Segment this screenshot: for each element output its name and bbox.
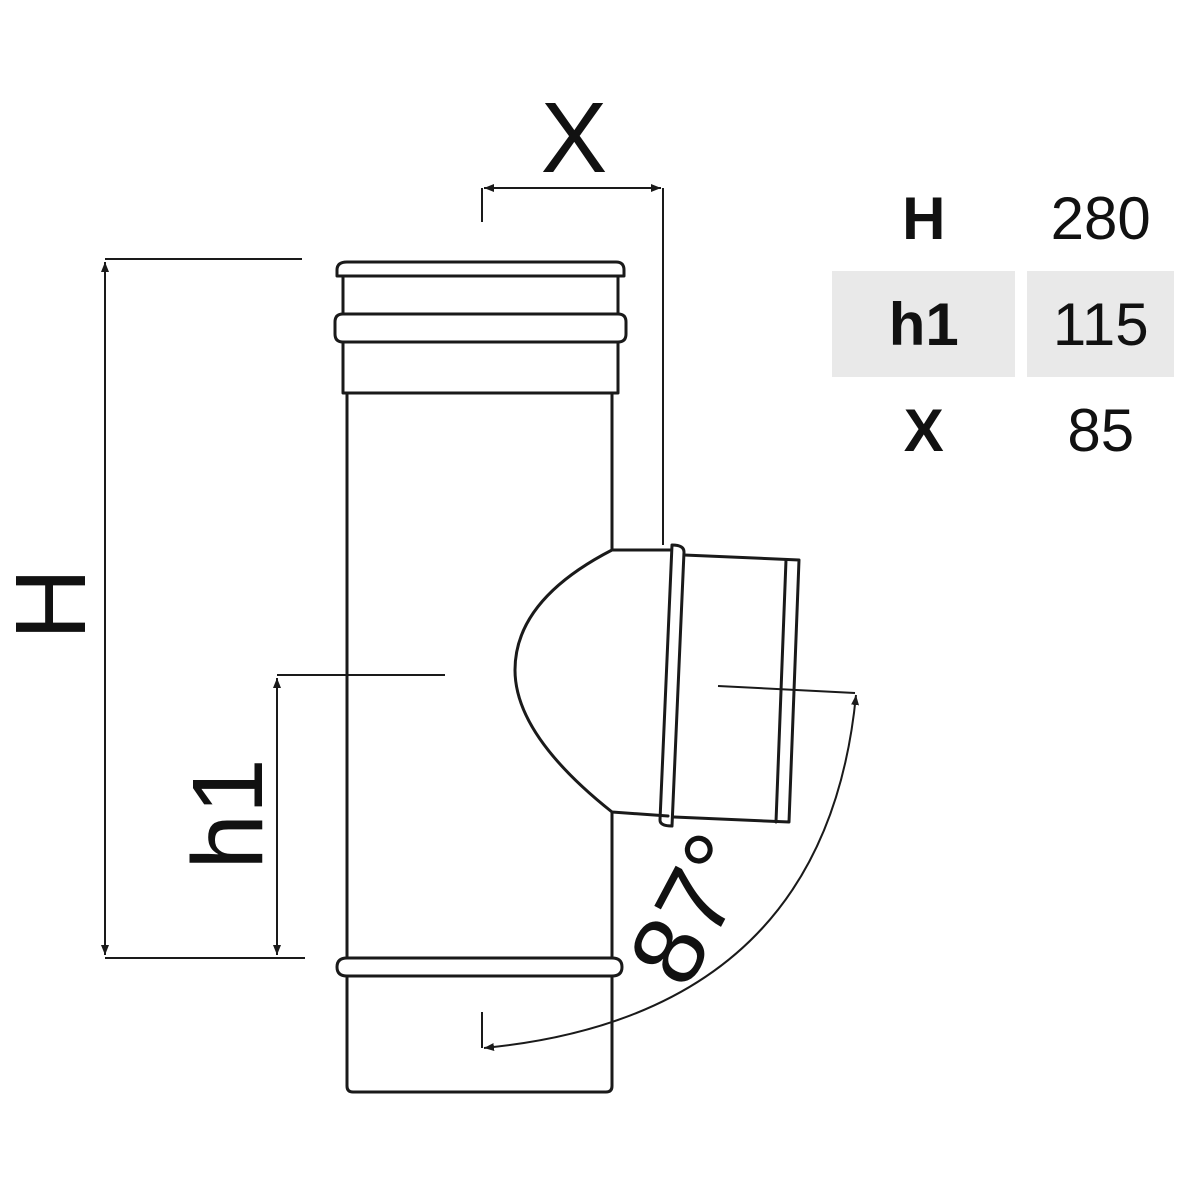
top-collar xyxy=(335,260,626,278)
angle-arc xyxy=(483,694,860,1052)
top-socket-lower xyxy=(341,340,620,395)
branch-end-rim xyxy=(774,558,788,824)
bottom-seal-ring xyxy=(335,956,624,978)
dimension-value: 280 xyxy=(1050,184,1151,252)
dimension-lines xyxy=(101,184,860,1052)
dimension-value: 115 xyxy=(1027,271,1174,377)
dimension-key: h1 xyxy=(832,271,1016,377)
branch-saddle xyxy=(513,548,672,818)
offset-label: X xyxy=(541,82,608,194)
inlet-height-label: h1 xyxy=(172,758,284,869)
top-seal-ring xyxy=(333,312,628,344)
dimension-key: X xyxy=(903,396,944,464)
dimension-key: H xyxy=(902,184,946,252)
branch-axis-line xyxy=(717,685,856,694)
dimension-row: X 85 xyxy=(832,377,1174,483)
pipe-body xyxy=(333,260,801,1094)
bottom-spigot xyxy=(345,974,614,1094)
dimension-row: H 280 xyxy=(832,165,1174,271)
dimension-labels: H h1 X 87° xyxy=(0,82,777,1002)
dimension-value: 85 xyxy=(1067,396,1135,464)
top-socket xyxy=(341,274,620,316)
angle-label: 87° xyxy=(607,816,777,1002)
branch-seal-ring xyxy=(658,543,686,828)
height-label: H xyxy=(0,568,107,640)
